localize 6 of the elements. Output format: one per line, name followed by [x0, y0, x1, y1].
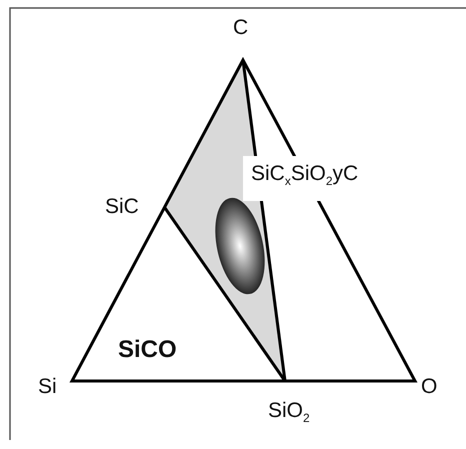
- region-label: SiCO: [118, 338, 177, 362]
- vertex-label: C: [233, 16, 248, 40]
- composition-label: SiC: [105, 195, 139, 219]
- composition-label: SiO$_{2}$: [268, 399, 310, 428]
- vertex-label: O: [421, 375, 438, 399]
- vertex-label: Si: [38, 375, 57, 399]
